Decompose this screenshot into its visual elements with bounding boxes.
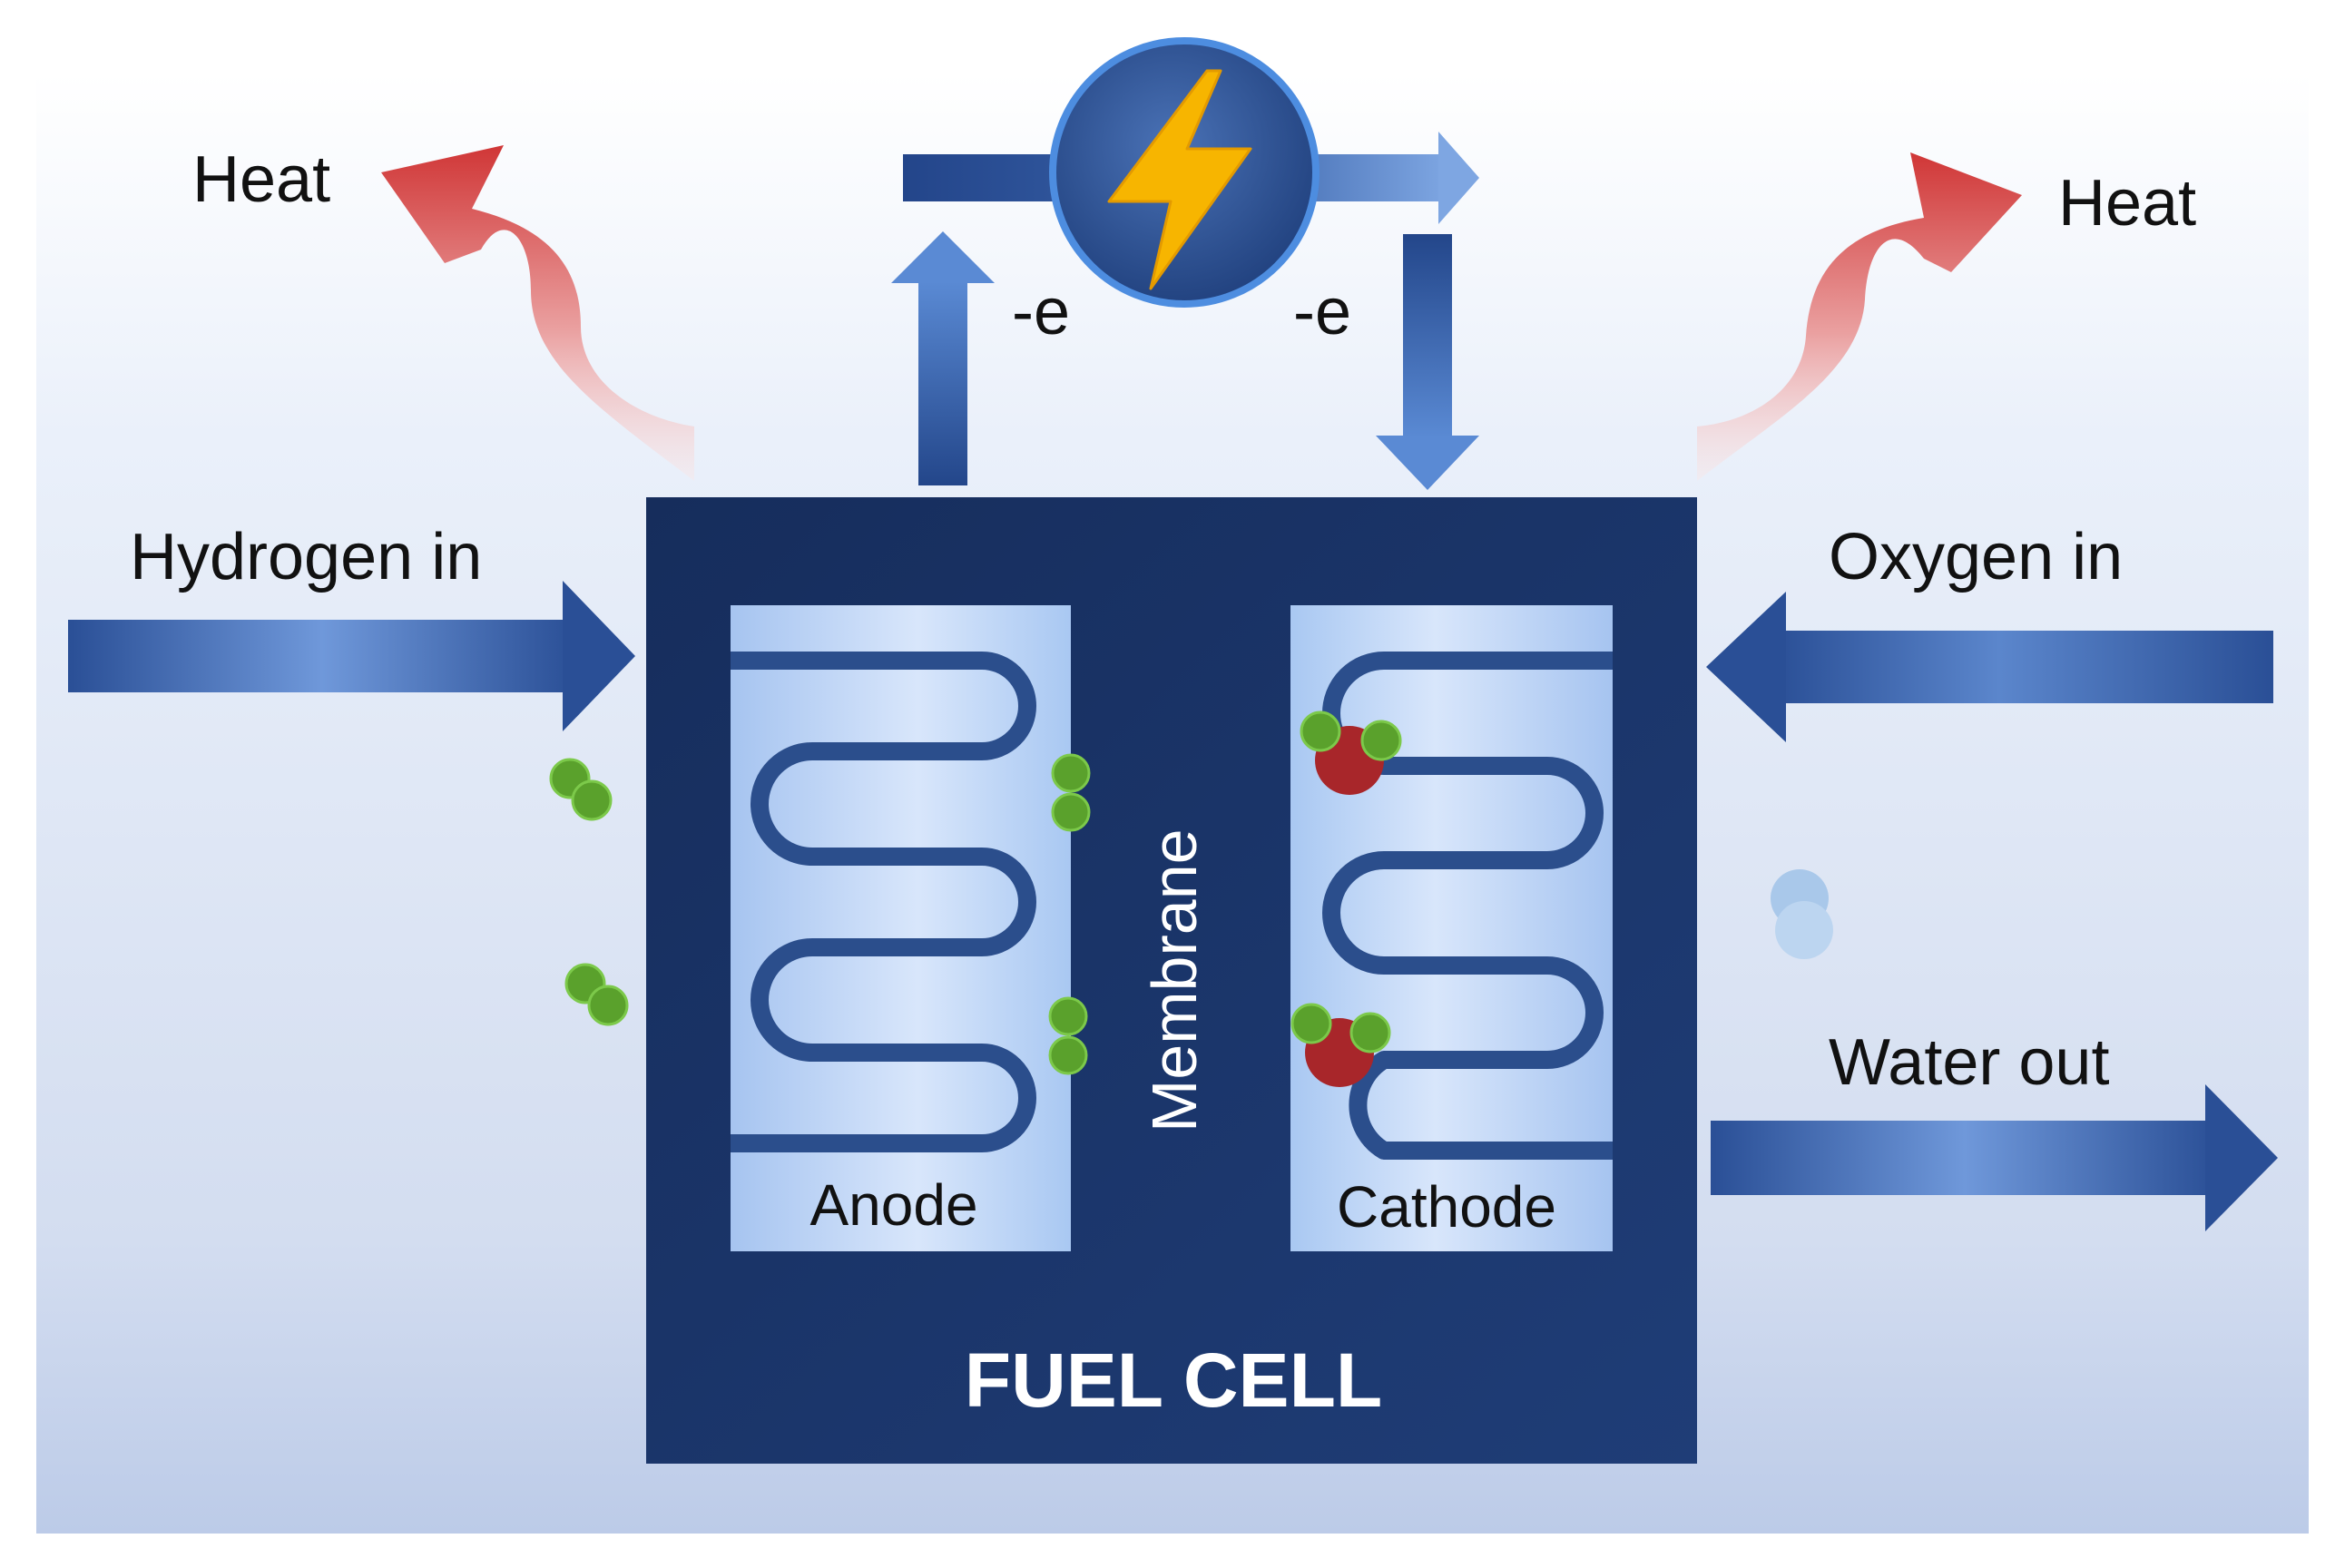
membrane-label: Membrane: [1139, 828, 1210, 1132]
hydrogen-in-label: Hydrogen in: [130, 521, 482, 593]
oxygen-in-arrow: [1706, 592, 2273, 742]
hydrogen-molecule: [564, 963, 629, 1026]
hydrogen-molecule: [1051, 753, 1091, 832]
water-out-label: Water out: [1829, 1026, 2109, 1099]
electron-up-arrow: [891, 231, 995, 485]
water-out-arrow: [1711, 1084, 2278, 1231]
electron-label-right: -e: [1293, 276, 1351, 348]
hydrogen-molecule: [549, 758, 613, 821]
anode-channel: [731, 652, 1036, 1152]
water-droplet: [1771, 869, 1833, 959]
hydrogen-molecule: [1048, 996, 1088, 1075]
power-source: [1049, 37, 1320, 308]
lightning-bolt-icon: [1107, 69, 1252, 290]
cathode-label: Cathode: [1337, 1174, 1556, 1240]
electron-label-left: -e: [1012, 276, 1070, 348]
hydrogen-in-arrow: [68, 581, 635, 731]
electron-down-arrow: [1376, 234, 1479, 490]
water-molecule: [1290, 1003, 1391, 1087]
heat-label-left: Heat: [192, 143, 330, 216]
electron-circuit: [891, 37, 1479, 490]
water-molecule: [1300, 710, 1402, 795]
fuel-cell-title: FUEL CELL: [965, 1338, 1382, 1423]
heat-label-right: Heat: [2058, 167, 2196, 240]
circuit-arrowhead: [1438, 132, 1479, 224]
heat-arrow-right: [1697, 152, 2022, 481]
oxygen-in-label: Oxygen in: [1829, 521, 2123, 593]
heat-arrow-left: [381, 145, 694, 481]
anode-label: Anode: [809, 1172, 977, 1238]
